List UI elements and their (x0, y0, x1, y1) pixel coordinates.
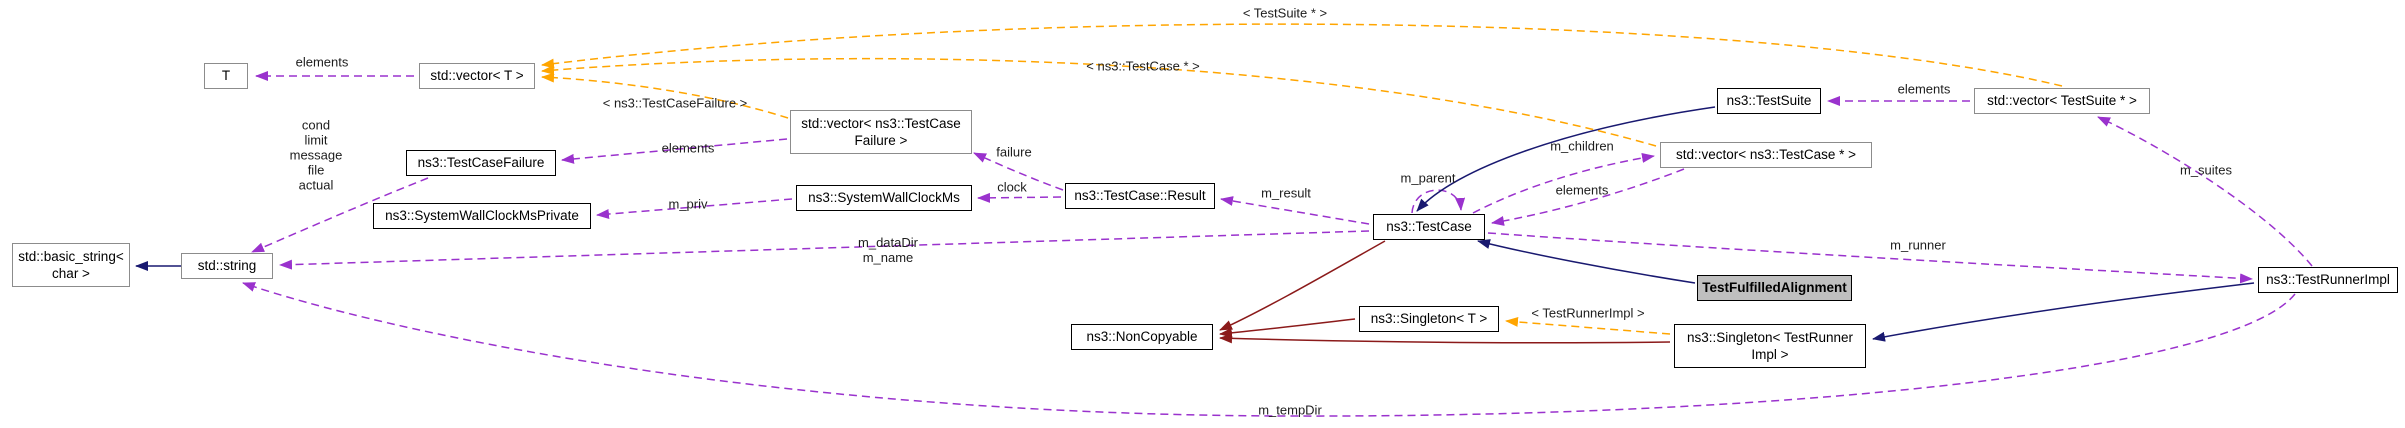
edge-elements-children (1491, 168, 1685, 226)
node-ns3-testsuite[interactable]: ns3::TestSuite (1717, 88, 1821, 114)
edge-label-m-datadir-name: m_dataDir m_name (858, 235, 918, 265)
node-ns3-noncopyable[interactable]: ns3::NonCopyable (1071, 324, 1213, 350)
edge-m-priv (596, 198, 793, 220)
edge-label-m-children: m_children (1550, 138, 1614, 154)
edge-label-template-testrunnerimpl: < TestRunnerImpl > (1531, 305, 1645, 321)
edge-m-tempdir (242, 282, 2296, 417)
edge-label-m-result: m_result (1261, 185, 1311, 201)
edge-label-members-string: cond limit message file actual (289, 117, 343, 193)
node-std-vector-testsuite-ptr: std::vector< TestSuite * > (1974, 88, 2150, 114)
node-ns3-testrunnerimpl[interactable]: ns3::TestRunnerImpl (2258, 267, 2398, 293)
node-ns3-testcase-result[interactable]: ns3::TestCase::Result (1065, 183, 1215, 209)
node-ns3-systemwallclockms[interactable]: ns3::SystemWallClockMs (796, 185, 972, 211)
edge-m-datadir-name (279, 230, 1370, 270)
node-ns3-singleton-testrunnerimpl[interactable]: ns3::Singleton< TestRunner Impl > (1674, 324, 1866, 368)
edge-template-testcasefailure (541, 72, 789, 119)
edge-label-m-suites: m_suites (2179, 162, 2233, 178)
edge-label-m-priv: m_priv (668, 196, 708, 212)
edge-m-result (1220, 196, 1370, 225)
edge-label-failure: failure (996, 144, 1032, 160)
edge-label-template-testcasefailure: < ns3::TestCaseFailure > (602, 95, 748, 111)
edge-template-testcase-ptr (541, 57, 1657, 147)
edge-template-singleton-testrunnerimpl (1505, 316, 1671, 335)
edge-label-clock: clock (997, 179, 1027, 195)
edge-elements-failures (561, 138, 788, 164)
node-std-string: std::string (181, 253, 273, 279)
node-T: T (204, 63, 248, 89)
edge-label-elements-suites: elements (1897, 81, 1951, 97)
edge-m-children (1472, 152, 1655, 214)
edge-label-elements-failures: elements (661, 140, 715, 156)
edge-label-elements-vector-t: elements (295, 54, 349, 70)
node-ns3-systemwallclockmsprivate[interactable]: ns3::SystemWallClockMsPrivate (373, 203, 591, 229)
edge-label-template-testcase-ptr: < ns3::TestCase * > (1086, 58, 1200, 74)
edge-inherit-tfa-testcase (1477, 239, 1696, 284)
edge-inherit-testrunnerimpl-singleton (1872, 282, 2255, 342)
edge-m-runner (1487, 232, 2253, 284)
node-std-vector-testcase-ptr: std::vector< ns3::TestCase * > (1660, 142, 1872, 168)
node-ns3-singleton-t[interactable]: ns3::Singleton< T > (1359, 306, 1499, 332)
node-ns3-testcase[interactable]: ns3::TestCase (1373, 214, 1485, 240)
edge-members-string (251, 177, 429, 253)
edge-m-suites (2097, 116, 2313, 267)
edge-private-singleton-tri-noncopyable (1219, 333, 1671, 344)
edge-private-singleton-t-noncopyable (1219, 318, 1356, 338)
edge-label-m-tempdir: m_tempDir (1258, 402, 1322, 418)
edge-clock (977, 192, 1062, 203)
node-ns3-testcasefailure[interactable]: ns3::TestCaseFailure (406, 150, 556, 176)
edge-template-testsuite-ptr (541, 23, 2063, 87)
edge-label-m-runner: m_runner (1890, 237, 1946, 253)
node-std-vector-testcasefailure: std::vector< ns3::TestCase Failure > (790, 110, 972, 154)
edge-inherit-testsuite-testcase (1416, 106, 1716, 212)
node-std-vector-t: std::vector< T > (419, 63, 535, 89)
edge-label-m-parent: m_parent (1400, 170, 1456, 186)
node-testfulfilledalignment: TestFulfilledAlignment (1697, 275, 1852, 301)
edge-private-testcase-noncopyable (1219, 240, 1386, 331)
node-std-basic-string: std::basic_string< char > (12, 243, 130, 287)
edge-label-elements-children: elements (1555, 182, 1609, 198)
edge-label-template-testsuite-ptr: < TestSuite * > (1242, 5, 1328, 21)
